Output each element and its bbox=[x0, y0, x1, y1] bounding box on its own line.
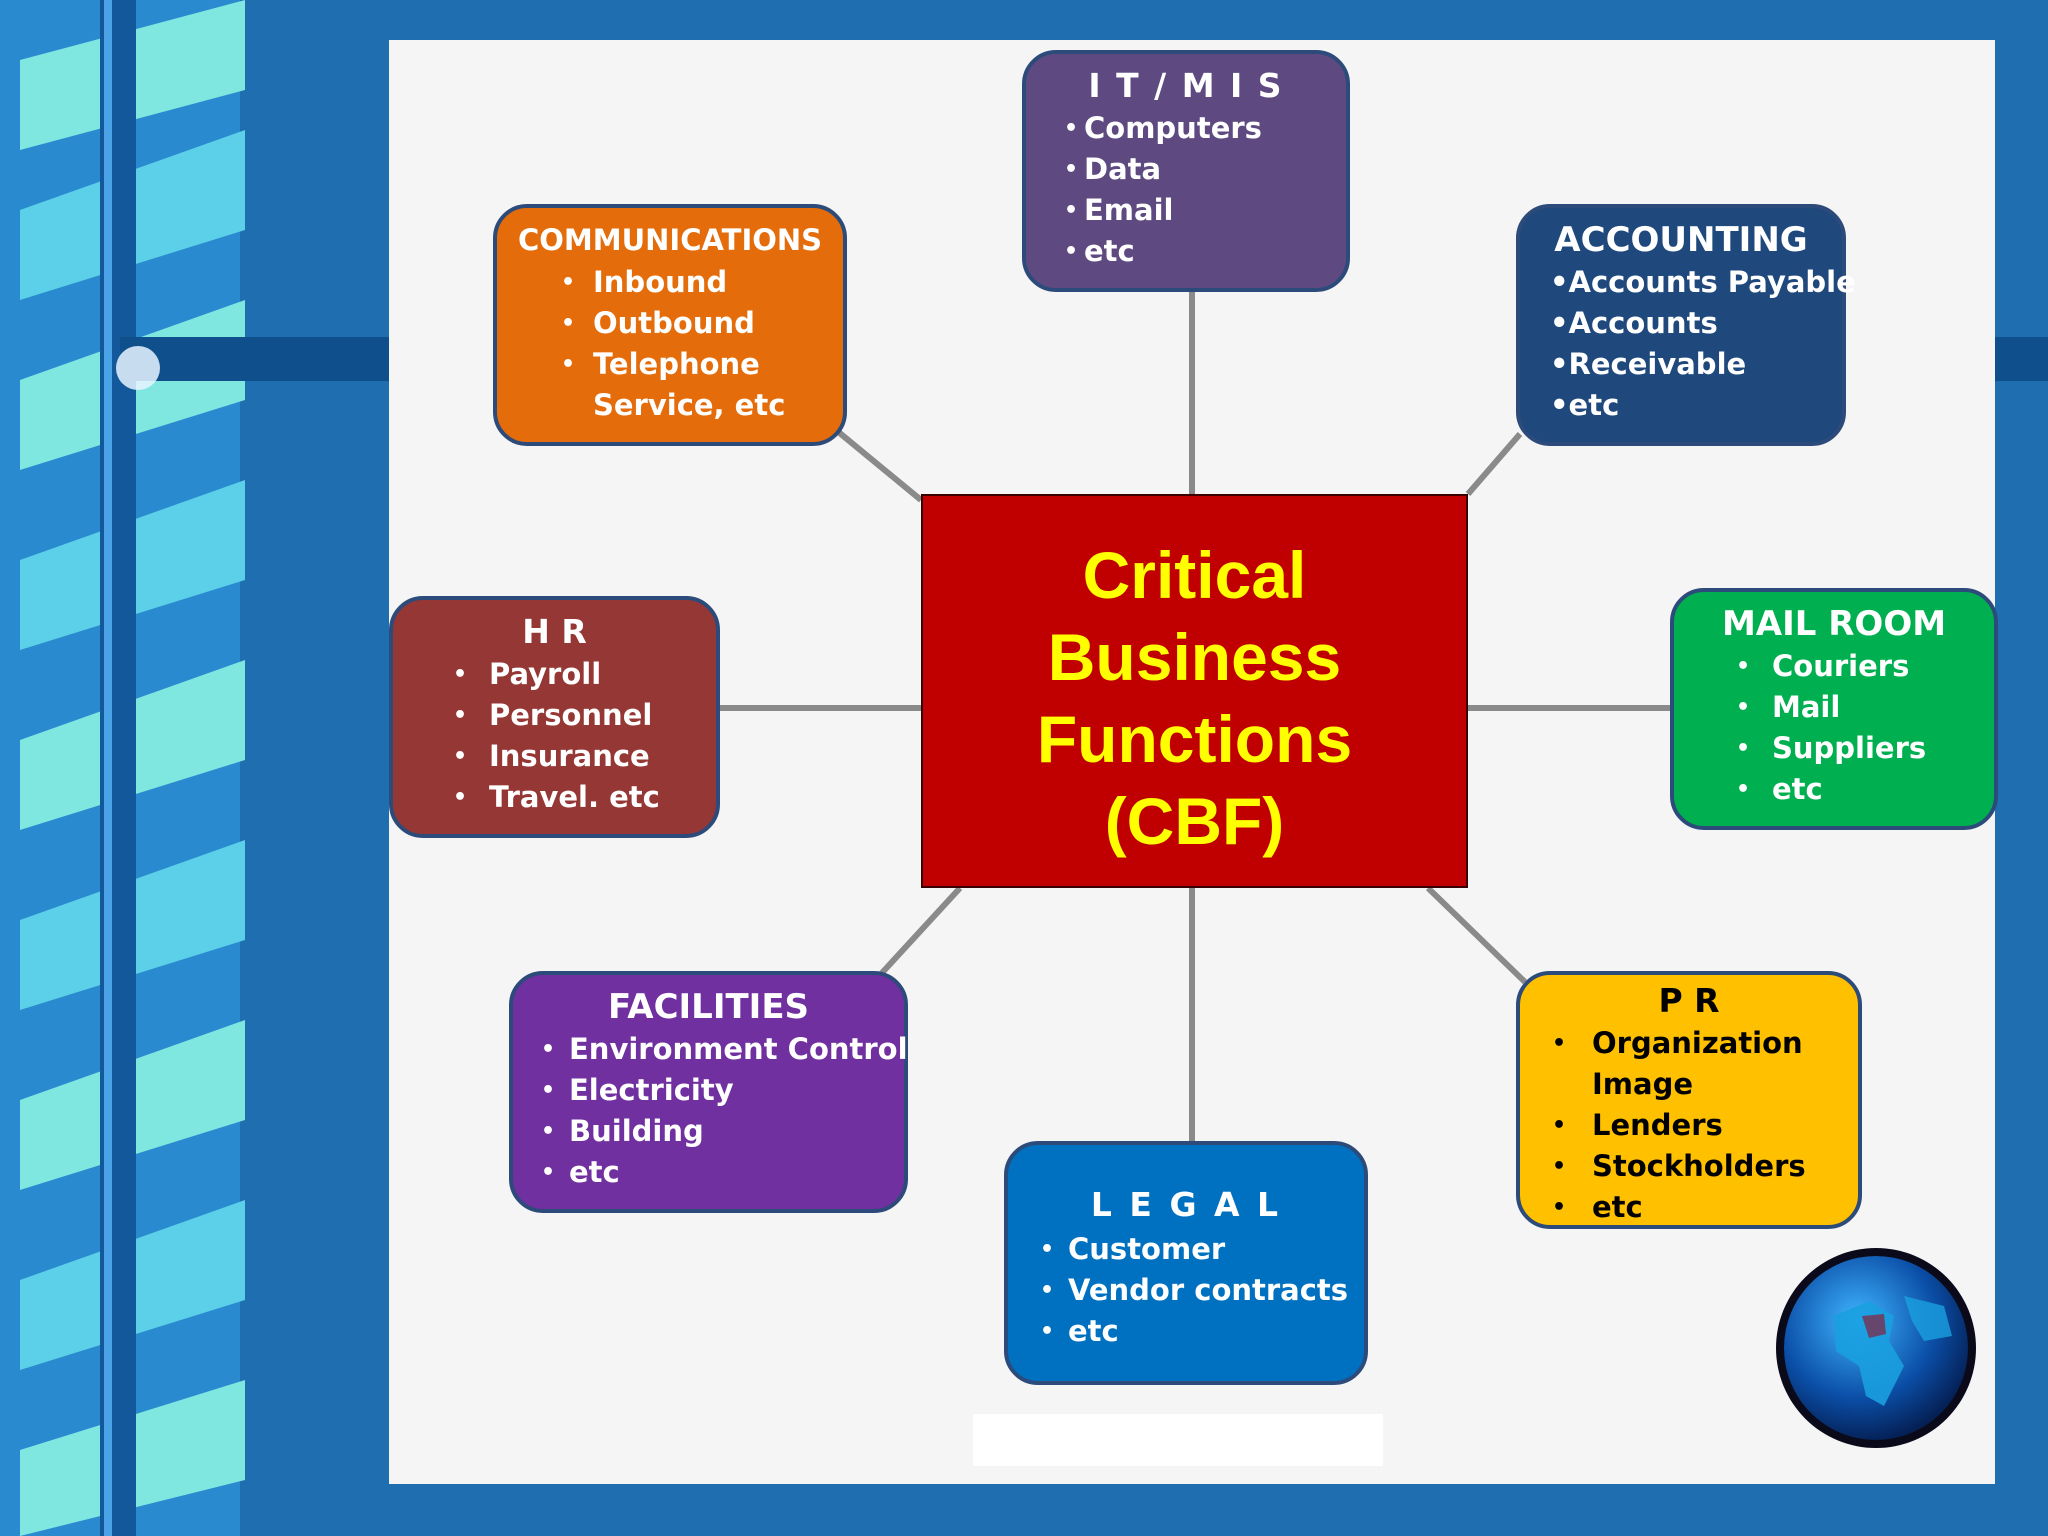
list-item: Image bbox=[1592, 1067, 1694, 1101]
pr-box: P R •Organization Image •Lenders •Stockh… bbox=[1516, 971, 1862, 1229]
list-item: •etc bbox=[1550, 388, 1620, 422]
list-item: •Receivable bbox=[1550, 347, 1747, 381]
list-item: •Computers bbox=[1064, 111, 1262, 145]
list-item: •etc bbox=[1064, 234, 1135, 268]
list-item: •Mail bbox=[1736, 690, 1841, 724]
center-line: Critical bbox=[1082, 538, 1307, 612]
list-item: •Electricity bbox=[541, 1073, 734, 1107]
list-item: •Payroll bbox=[453, 657, 602, 691]
communications-box: COMMUNICATIONS •Inbound •Outbound •Telep… bbox=[493, 204, 847, 446]
list-item: •Outbound bbox=[561, 306, 755, 340]
list-item: •Data bbox=[1064, 152, 1162, 186]
center-line: (CBF) bbox=[1104, 784, 1285, 858]
list-item: •Suppliers bbox=[1736, 731, 1927, 765]
list-item: •etc bbox=[1040, 1314, 1119, 1348]
center-box: Critical Business Functions (CBF) bbox=[921, 494, 1468, 888]
center-line: Business bbox=[1047, 620, 1342, 694]
accounting-title: ACCOUNTING bbox=[1554, 220, 1808, 260]
accounting-box: ACCOUNTING •Accounts Payable •Accounts •… bbox=[1516, 204, 1856, 446]
list-item: •Organization bbox=[1552, 1026, 1803, 1060]
list-item: •Couriers bbox=[1736, 649, 1910, 683]
list-item: •Personnel bbox=[453, 698, 653, 732]
list-item: •Lenders bbox=[1552, 1108, 1723, 1142]
list-item: •etc bbox=[1736, 772, 1823, 806]
list-item: •etc bbox=[1552, 1190, 1643, 1224]
list-item: •Customer bbox=[1040, 1232, 1226, 1266]
list-item: •Environment Control bbox=[541, 1032, 908, 1066]
it-mis-box: I T / M I S •Computers •Data •Email •etc bbox=[1022, 50, 1350, 292]
list-item: •Travel. etc bbox=[453, 780, 660, 814]
globe-icon bbox=[1776, 1248, 1976, 1448]
list-item: •Email bbox=[1064, 193, 1174, 227]
list-item: •Accounts Payable bbox=[1550, 265, 1856, 299]
facilities-box: FACILITIES •Environment Control •Electri… bbox=[509, 971, 908, 1213]
caption-strip bbox=[973, 1414, 1383, 1466]
communications-title: COMMUNICATIONS bbox=[517, 223, 823, 257]
list-item: •Stockholders bbox=[1552, 1149, 1806, 1183]
list-item: •Telephone bbox=[561, 347, 760, 381]
facilities-title: FACILITIES bbox=[607, 987, 810, 1027]
legal-title: L E G A L bbox=[1090, 1185, 1282, 1224]
list-item: •Building bbox=[541, 1114, 704, 1148]
legal-box: L E G A L •Customer •Vendor contracts •e… bbox=[1004, 1141, 1368, 1385]
mail-room-title: MAIL ROOM bbox=[1721, 604, 1947, 644]
list-item: •Accounts bbox=[1550, 306, 1718, 340]
pr-title: P R bbox=[1658, 981, 1720, 1020]
hr-box: H R •Payroll •Personnel •Insurance •Trav… bbox=[389, 596, 720, 838]
list-item: •Insurance bbox=[453, 739, 650, 773]
mail-room-box: MAIL ROOM •Couriers •Mail •Suppliers •et… bbox=[1670, 588, 1998, 830]
list-item: •Inbound bbox=[561, 265, 728, 299]
hr-title: H R bbox=[522, 612, 587, 651]
center-line: Functions bbox=[1036, 702, 1353, 776]
list-item: •etc bbox=[541, 1155, 620, 1189]
list-item: Service, etc bbox=[593, 388, 786, 422]
list-item: •Vendor contracts bbox=[1040, 1273, 1349, 1307]
it-mis-title: I T / M I S bbox=[1088, 66, 1284, 105]
